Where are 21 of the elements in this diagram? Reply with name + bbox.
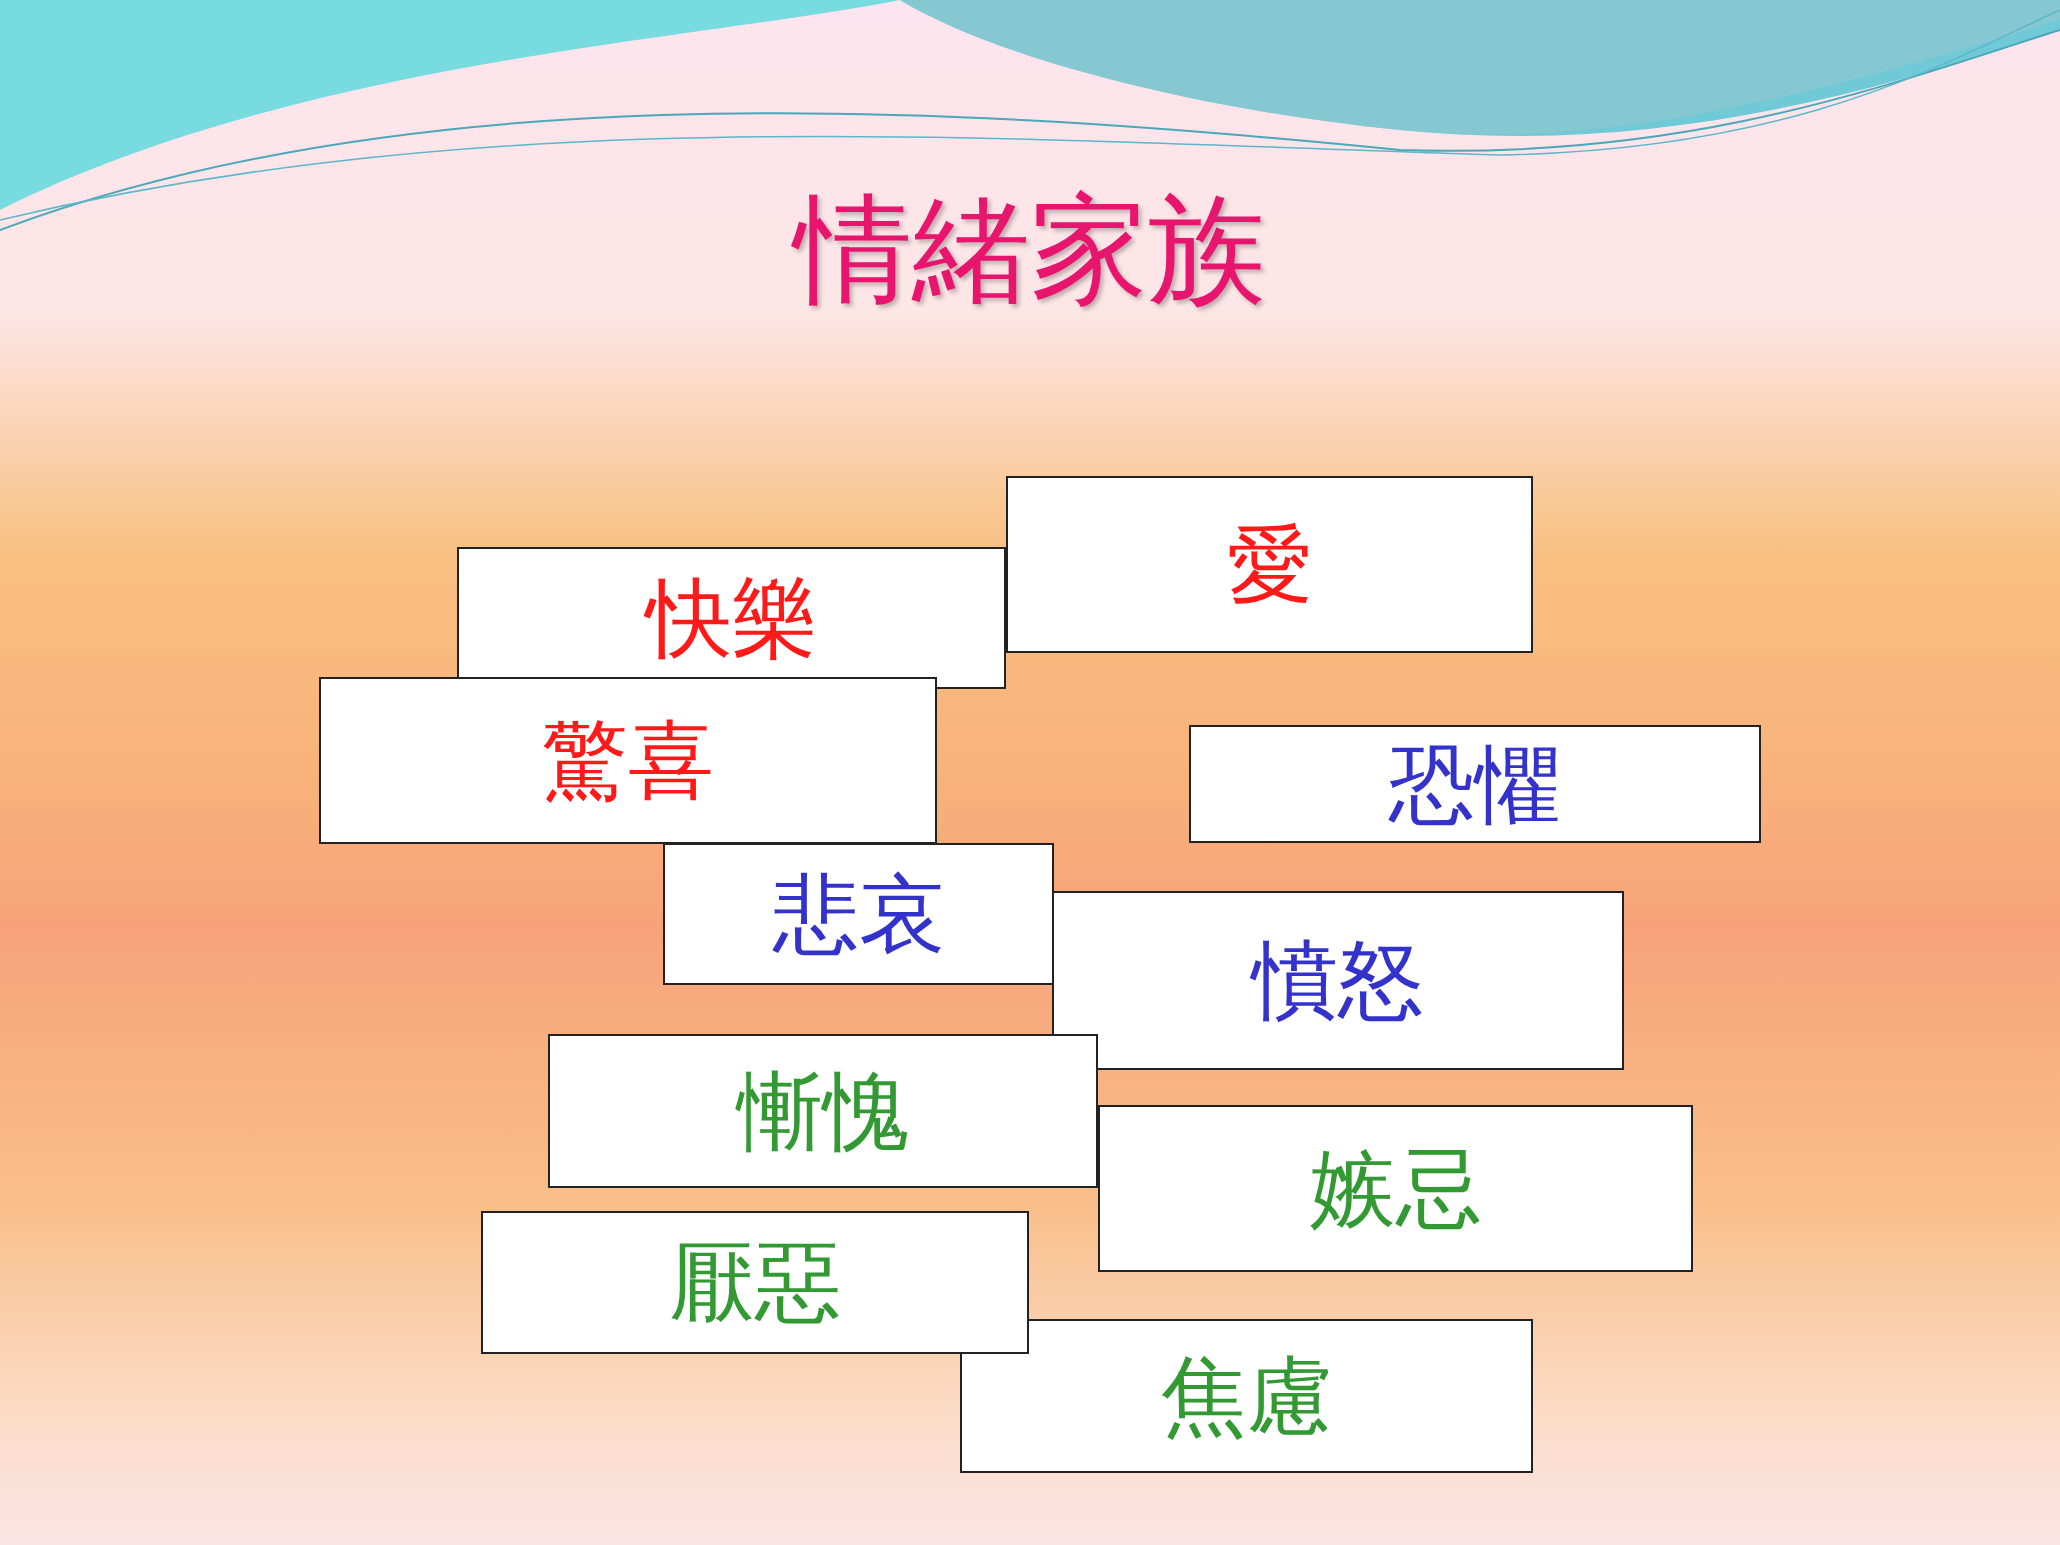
word-card: [1052, 891, 1624, 1070]
word-card: [548, 1034, 1098, 1188]
word-card: [1189, 725, 1761, 843]
word-card: [1098, 1105, 1693, 1272]
emotion-word: 愛: [1226, 517, 1313, 612]
word-card: [319, 677, 937, 844]
emotion-word: 慚愧: [737, 1063, 909, 1159]
word-card: [1006, 476, 1533, 653]
emotion-word: 悲哀: [772, 866, 945, 962]
word-card: [457, 547, 1006, 689]
word-card: [663, 843, 1054, 985]
emotion-word: 焦慮: [1160, 1348, 1333, 1444]
emotion-word: 嫉忌: [1309, 1141, 1482, 1236]
emotion-word: 快樂: [645, 570, 818, 666]
emotion-word: 憤怒: [1252, 933, 1424, 1028]
word-card: [481, 1211, 1029, 1354]
emotion-word: 驚喜: [542, 713, 714, 808]
word-card: [960, 1319, 1533, 1473]
emotion-word: 厭惡: [669, 1235, 841, 1330]
title: 情緒家族: [0, 185, 2060, 315]
emotion-word: 恐懼: [1389, 736, 1561, 832]
